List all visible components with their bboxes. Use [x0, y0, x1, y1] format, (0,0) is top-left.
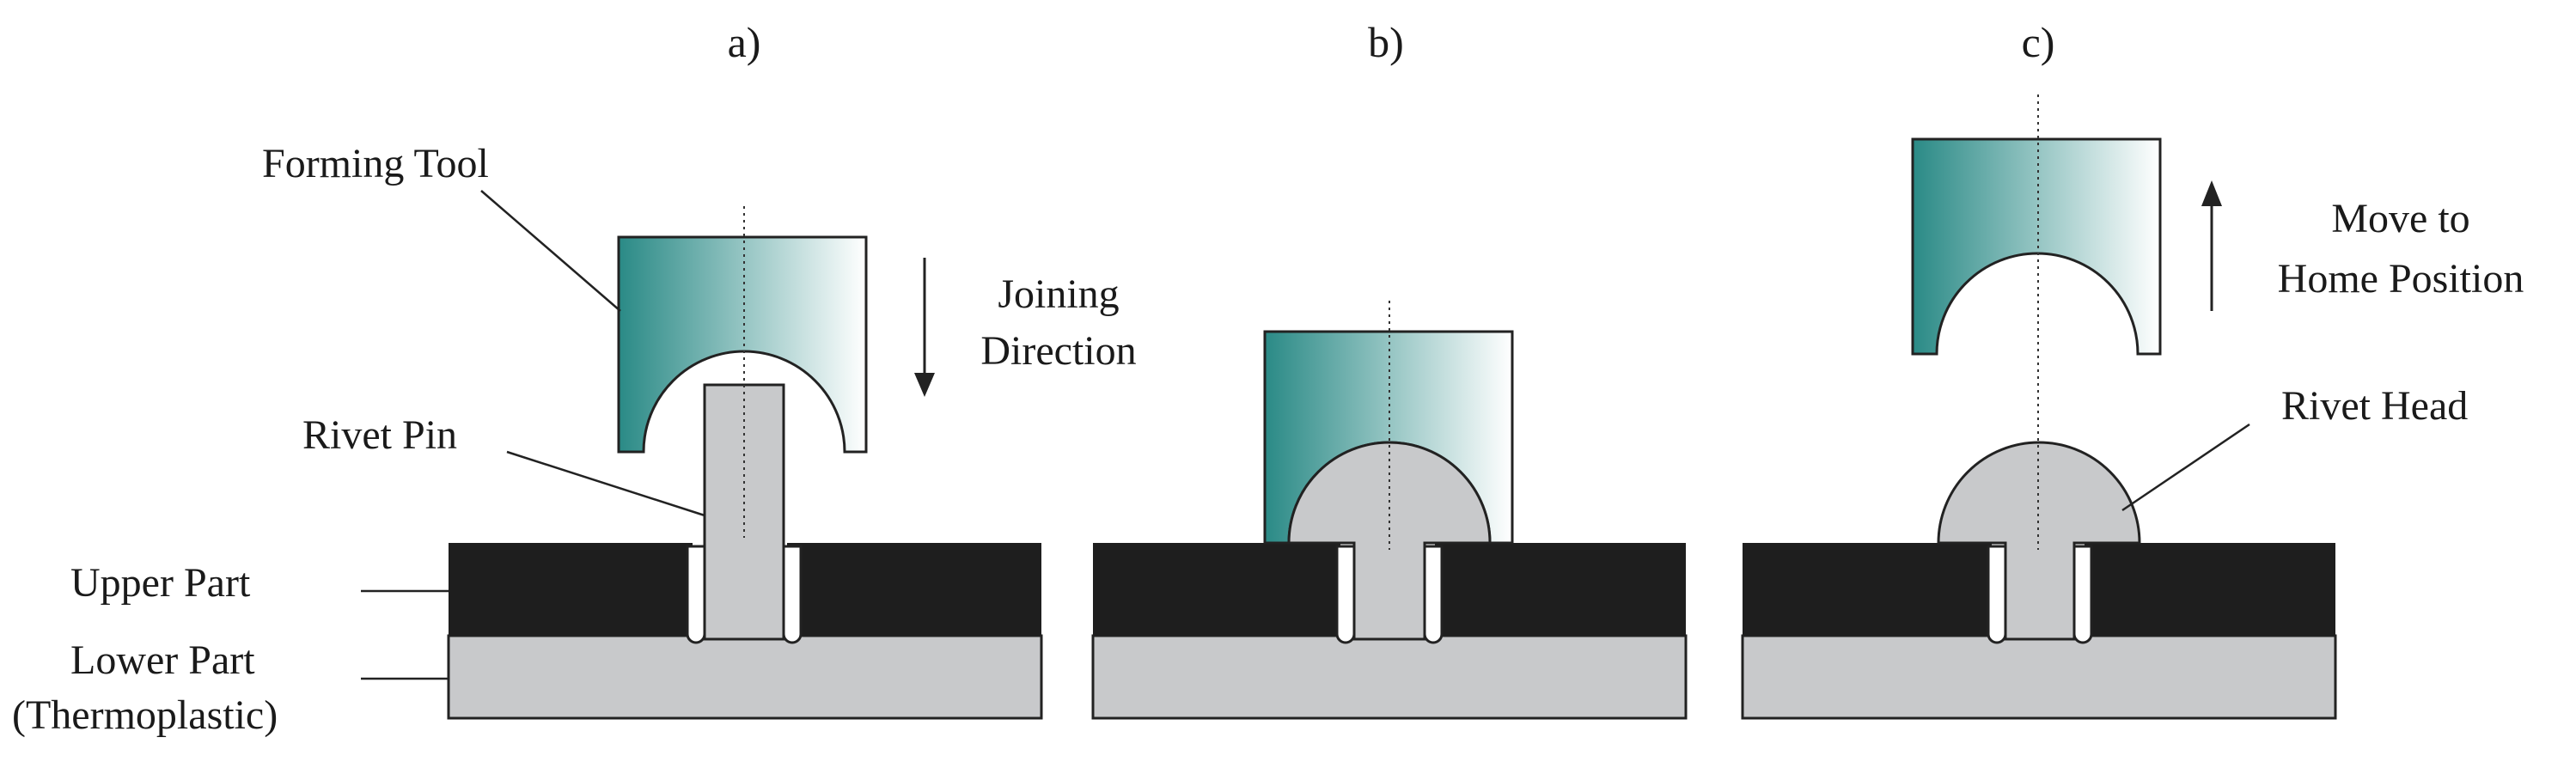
lower-part-c	[1741, 634, 2337, 720]
lower-part-label: Lower Part	[70, 637, 255, 683]
rivet-pin-leader	[506, 450, 705, 517]
upper-part-a-left	[449, 543, 693, 636]
rivet-head-label: Rivet Head	[2281, 383, 2468, 429]
move-home-label-1: Move to	[2331, 196, 2469, 241]
groove-a-left	[686, 545, 706, 644]
groove-c-right	[2072, 545, 2093, 644]
lower-part-b	[1091, 634, 1688, 720]
joining-direction-label-2: Direction	[980, 328, 1136, 374]
panel-c-label: c)	[2022, 18, 2055, 66]
panel-a-label: a)	[728, 18, 761, 66]
upper-part-a-right	[787, 543, 1041, 636]
forming-tool-c	[1911, 137, 2162, 356]
rivet-pin-label: Rivet Pin	[302, 412, 457, 458]
groove-c-left	[1987, 545, 2007, 644]
upper-part-b-left	[1093, 543, 1340, 636]
rivet-pin-a	[703, 383, 785, 641]
panel-a	[361, 190, 1043, 720]
upper-part-b-right	[1435, 543, 1686, 636]
joining-direction-arrowhead	[914, 373, 935, 397]
rivet-dome-b	[1287, 441, 1492, 641]
rivet-head-leader	[2121, 423, 2250, 512]
groove-b-left	[1335, 545, 1356, 644]
lower-part-a	[447, 634, 1043, 720]
panel-c	[1741, 94, 2337, 720]
groove-b-right	[1423, 545, 1444, 644]
rivet-head-c	[1937, 441, 2141, 641]
groove-a-right	[782, 545, 803, 644]
forming-tool-a	[617, 235, 868, 454]
joining-direction-label-1: Joining	[998, 271, 1119, 317]
forming-tool-leader	[480, 190, 621, 312]
lower-part-sublabel: (Thermoplastic)	[12, 692, 278, 738]
upper-part-label: Upper Part	[70, 560, 251, 606]
panel-b-label: b)	[1368, 18, 1404, 66]
panel-b	[1091, 301, 1688, 720]
forming-tool-label: Forming Tool	[262, 141, 489, 186]
move-home-arrowhead	[2201, 180, 2222, 206]
upper-part-c-right	[2085, 543, 2335, 636]
move-home-label-2: Home Position	[2278, 256, 2524, 302]
upper-part-c-left	[1743, 543, 1992, 636]
